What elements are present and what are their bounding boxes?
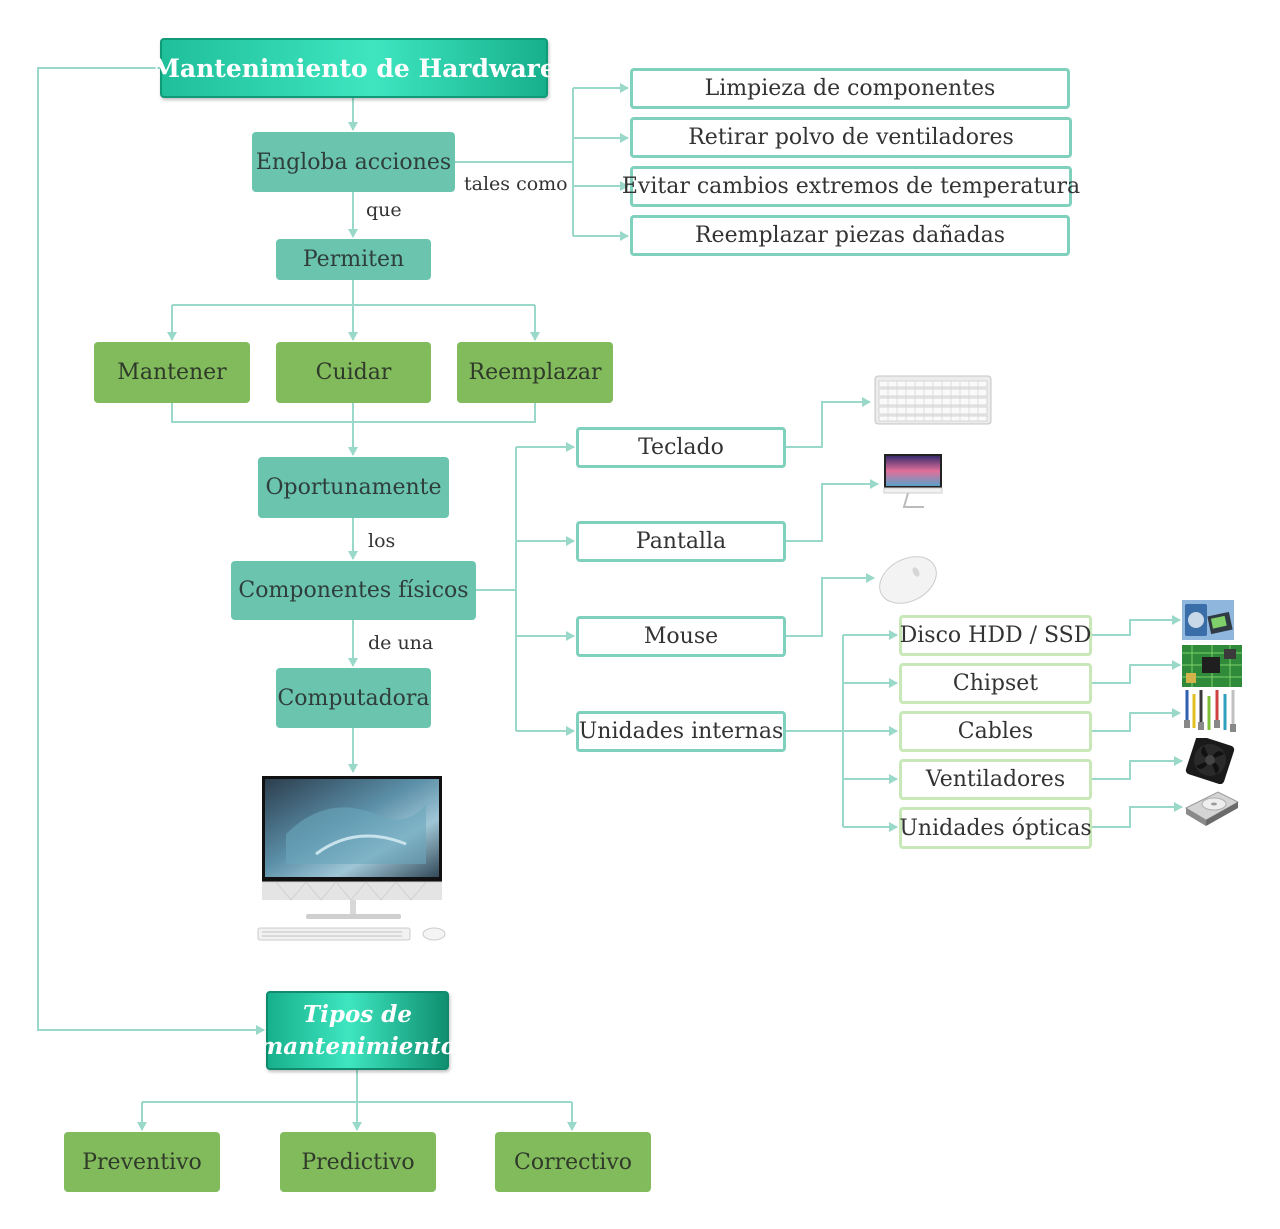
mantener-node: Mantener (94, 342, 250, 403)
tales-como-label: tales como (464, 173, 568, 195)
cables-node: Cables (899, 711, 1092, 752)
predictivo-node: Predictivo (280, 1132, 436, 1192)
permiten-node: Permiten (276, 239, 431, 280)
cuidar-node: Cuidar (276, 342, 431, 403)
fan-icon (1185, 738, 1235, 784)
tipos-mantenimiento-node: Tipos de mantenimiento (259, 991, 456, 1070)
los-label: los (368, 530, 396, 552)
main-title: Mantenimiento de Hardware (152, 38, 556, 98)
componentes-fisicos-node: Componentes físicos (231, 561, 476, 620)
computadora-node: Computadora (276, 668, 431, 728)
hdd-icon (1182, 600, 1234, 640)
de-una-label: de una (368, 632, 434, 654)
teclado-node: Teclado (576, 427, 786, 468)
optical-drive-icon (1184, 791, 1240, 826)
all-in-one-computer-icon (257, 776, 446, 941)
pantalla-node: Pantalla (576, 521, 786, 562)
que-label: que (366, 199, 402, 221)
accion-reemplazar-piezas: Reemplazar piezas dañadas (630, 215, 1070, 256)
mouse-icon (879, 556, 937, 604)
keyboard-icon (874, 375, 992, 425)
accion-limpieza: Limpieza de componentes (630, 68, 1070, 109)
unidades-opticas-node: Unidades ópticas (899, 807, 1092, 849)
preventivo-node: Preventivo (64, 1132, 220, 1192)
unidades-internas-node: Unidades internas (576, 711, 786, 752)
monitor-icon (883, 454, 943, 508)
chipset-icon (1182, 645, 1242, 687)
accion-evitar-cambios: Evitar cambios extremos de temperatura (622, 166, 1080, 207)
tipos-title-text: Tipos de mantenimiento (258, 1000, 457, 1060)
disco-node: Disco HDD / SSD (899, 615, 1092, 656)
reemplazar-node: Reemplazar (457, 342, 613, 403)
correctivo-node: Correctivo (495, 1132, 651, 1192)
engloba-acciones-node: Engloba acciones (252, 132, 455, 192)
chipset-node: Chipset (899, 663, 1092, 704)
oportunamente-node: Oportunamente (258, 457, 449, 518)
mouse-node: Mouse (576, 616, 786, 657)
ventiladores-node: Ventiladores (899, 759, 1092, 800)
cables-icon (1184, 690, 1236, 732)
accion-retirar-polvo: Retirar polvo de ventiladores (630, 117, 1072, 158)
